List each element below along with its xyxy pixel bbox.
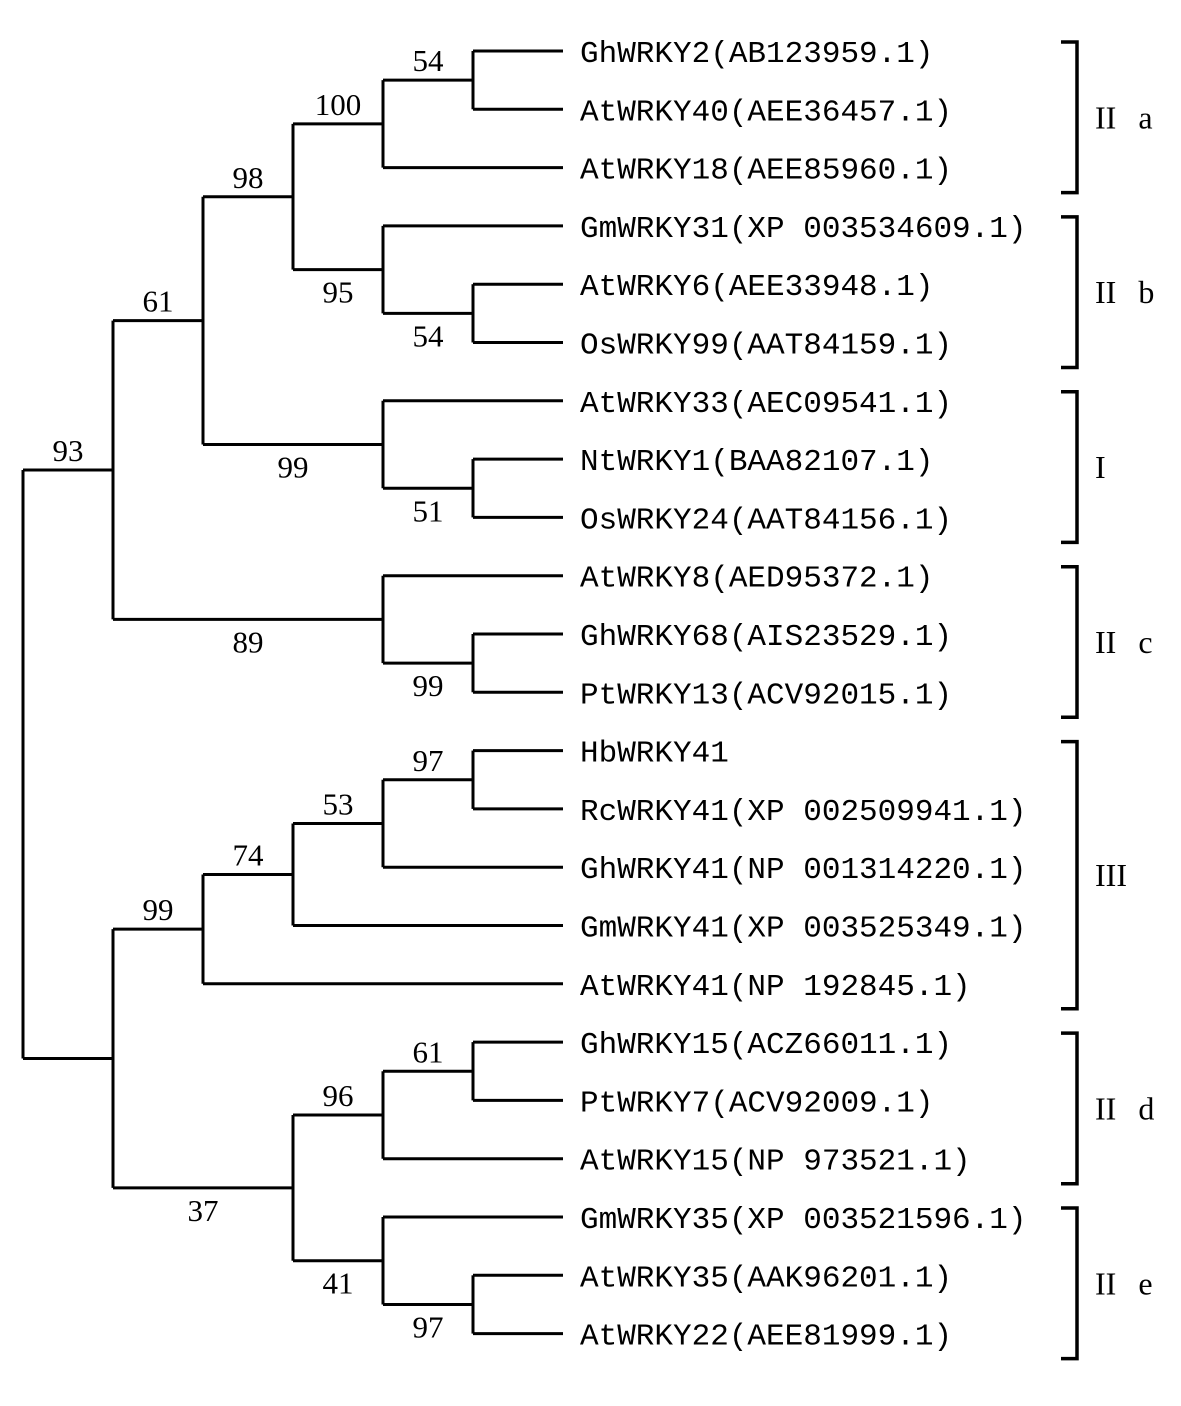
bootstrap-value: 99	[278, 450, 309, 485]
leaf-label: GmWRKY35(XP 003521596.1)	[580, 1203, 1026, 1238]
leaf-label: GmWRKY41(XP 003525349.1)	[580, 912, 1026, 947]
leaf-label: AtWRKY35(AAK96201.1)	[580, 1261, 952, 1296]
bootstrap-value: 51	[413, 493, 444, 528]
leaf-label: AtWRKY33(AEC09541.1)	[580, 387, 952, 422]
leaf-label: GhWRKY2(AB123959.1)	[580, 37, 933, 72]
leaf-label: AtWRKY40(AEE36457.1)	[580, 95, 952, 130]
bootstrap-value: 99	[413, 668, 444, 703]
clade-bracket	[1061, 390, 1079, 545]
bootstrap-value: 97	[413, 743, 444, 778]
leaf-label: NtWRKY1(BAA82107.1)	[580, 445, 933, 480]
clade-bracket	[1061, 564, 1079, 720]
clade-label: III	[1095, 857, 1127, 893]
clade-bracket	[1061, 215, 1079, 370]
leaf-label: OsWRKY24(AAT84156.1)	[580, 503, 952, 538]
leaf-label: AtWRKY18(AEE85960.1)	[580, 154, 952, 189]
bootstrap-value: 54	[413, 43, 445, 78]
bootstrap-value: 89	[233, 624, 264, 659]
clade-label: II a	[1095, 99, 1153, 135]
clade-label: I	[1095, 449, 1106, 485]
bootstrap-value: 93	[53, 433, 84, 468]
bootstrap-value: 96	[323, 1078, 354, 1113]
leaf-label: OsWRKY99(AAT84159.1)	[580, 329, 952, 364]
leaf-label: AtWRKY41(NP 192845.1)	[580, 970, 971, 1005]
leaf-label: AtWRKY15(NP 973521.1)	[580, 1145, 971, 1180]
bootstrap-value: 99	[143, 892, 174, 927]
bootstrap-value: 54	[413, 318, 445, 353]
bootstrap-value: 97	[413, 1309, 444, 1344]
leaf-label: PtWRKY7(ACV92009.1)	[580, 1086, 933, 1121]
leaf-label: AtWRKY8(AED95372.1)	[580, 562, 933, 597]
leaf-label: HbWRKY41	[580, 737, 729, 772]
leaf-label: GhWRKY41(NP 001314220.1)	[580, 853, 1026, 888]
bootstrap-value: 95	[323, 275, 354, 310]
clade-label: II e	[1095, 1265, 1153, 1301]
bootstrap-value: 61	[143, 284, 174, 319]
leaf-label: GhWRKY15(ACZ66011.1)	[580, 1028, 952, 1063]
clade-bracket	[1061, 739, 1079, 1011]
leaf-label: PtWRKY13(ACV92015.1)	[580, 678, 952, 713]
clade-bracket	[1061, 40, 1079, 195]
leaf-label: AtWRKY6(AEE33948.1)	[580, 270, 933, 305]
bootstrap-value: 61	[413, 1034, 444, 1069]
leaf-label: AtWRKY22(AEE81999.1)	[580, 1320, 952, 1355]
clade-bracket	[1061, 1206, 1079, 1361]
leaf-label: RcWRKY41(XP 002509941.1)	[580, 795, 1026, 830]
bootstrap-value: 74	[233, 837, 265, 872]
leaf-label: GhWRKY68(AIS23529.1)	[580, 620, 952, 655]
bootstrap-value: 41	[323, 1266, 354, 1301]
clade-bracket	[1061, 1031, 1079, 1186]
bootstrap-value: 98	[233, 160, 264, 195]
bootstrap-value: 53	[323, 786, 354, 821]
bootstrap-value: 37	[188, 1193, 219, 1228]
bootstrap-value: 100	[315, 87, 362, 122]
clade-label: II c	[1095, 624, 1153, 660]
clade-label: II d	[1095, 1090, 1154, 1126]
clade-label: II b	[1095, 274, 1154, 310]
leaf-label: GmWRKY31(XP 003534609.1)	[580, 212, 1026, 247]
